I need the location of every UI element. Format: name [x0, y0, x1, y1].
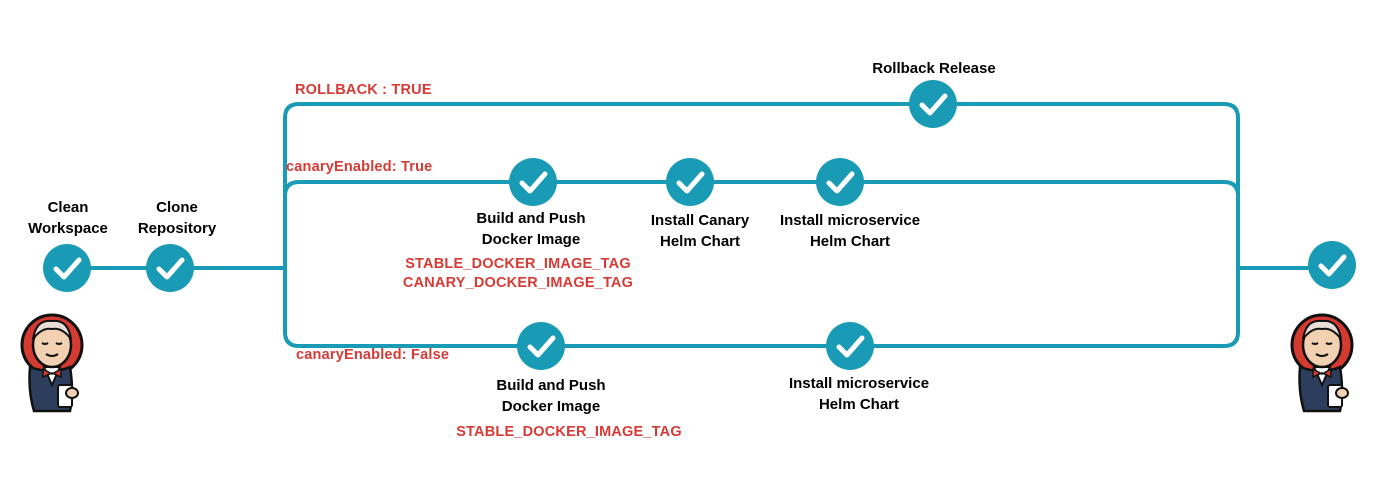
stage-label-stable-build-push: Build and Push Docker Image	[496, 377, 606, 415]
condition-canary-enabled-true: canaryEnabled: True	[286, 159, 433, 175]
param-stable-stable-tag: STABLE_DOCKER_IMAGE_TAG	[456, 424, 682, 440]
jenkins-butler-icon-left	[20, 313, 84, 413]
check-icon	[527, 335, 556, 358]
node-circle	[146, 244, 194, 292]
stage-node-clone-repository	[146, 244, 194, 292]
node-circle	[43, 244, 91, 292]
node-circle	[509, 158, 557, 206]
check-icon	[53, 257, 82, 280]
jenkins-butler-icon-right	[1290, 313, 1354, 413]
stage-label-stable-install-microservice: Install microservice Helm Chart	[788, 375, 930, 413]
stage-label-canary-install-microservice: Install microservice Helm Chart	[779, 212, 921, 250]
param-canary-canary-tag: CANARY_DOCKER_IMAGE_TAG	[402, 275, 634, 291]
stage-node-canary-install-microservice	[816, 158, 864, 206]
condition-rollback-true: ROLLBACK : TRUE	[295, 82, 432, 98]
stage-node-clean-workspace	[43, 244, 91, 292]
canary-false-branch	[283, 266, 1240, 348]
check-icon	[519, 171, 548, 194]
node-circle	[666, 158, 714, 206]
check-icon	[826, 171, 855, 194]
condition-canary-enabled-false: canaryEnabled: False	[296, 347, 450, 363]
stage-node-install-canary-chart	[666, 158, 714, 206]
stage-node-rollback-release	[909, 80, 957, 128]
node-circle	[517, 322, 565, 370]
rollback-branch	[283, 102, 1240, 270]
node-circle	[826, 322, 874, 370]
node-circle	[816, 158, 864, 206]
check-icon	[836, 335, 865, 358]
stage-label-canary-build-push: Build and Push Docker Image	[476, 210, 586, 248]
stage-node-stable-install-microservice	[826, 322, 874, 370]
check-icon	[919, 93, 948, 116]
stage-node-pipeline-end	[1308, 241, 1356, 289]
check-icon	[1318, 254, 1347, 277]
param-canary-stable-tag: STABLE_DOCKER_IMAGE_TAG	[405, 256, 631, 272]
stage-label-clean-workspace: Clean Workspace	[28, 199, 108, 237]
stage-label-install-canary-chart: Install Canary Helm Chart	[650, 212, 750, 250]
check-icon	[676, 171, 705, 194]
node-circle	[1308, 241, 1356, 289]
stage-label-clone-repository: Clone Repository	[137, 199, 217, 237]
stage-node-stable-build-push	[517, 322, 565, 370]
check-icon	[156, 257, 185, 280]
node-circle	[909, 80, 957, 128]
stage-label-rollback-release: Rollback Release	[872, 60, 996, 77]
canary-true-branch	[283, 180, 1240, 270]
stage-node-canary-build-push	[509, 158, 557, 206]
